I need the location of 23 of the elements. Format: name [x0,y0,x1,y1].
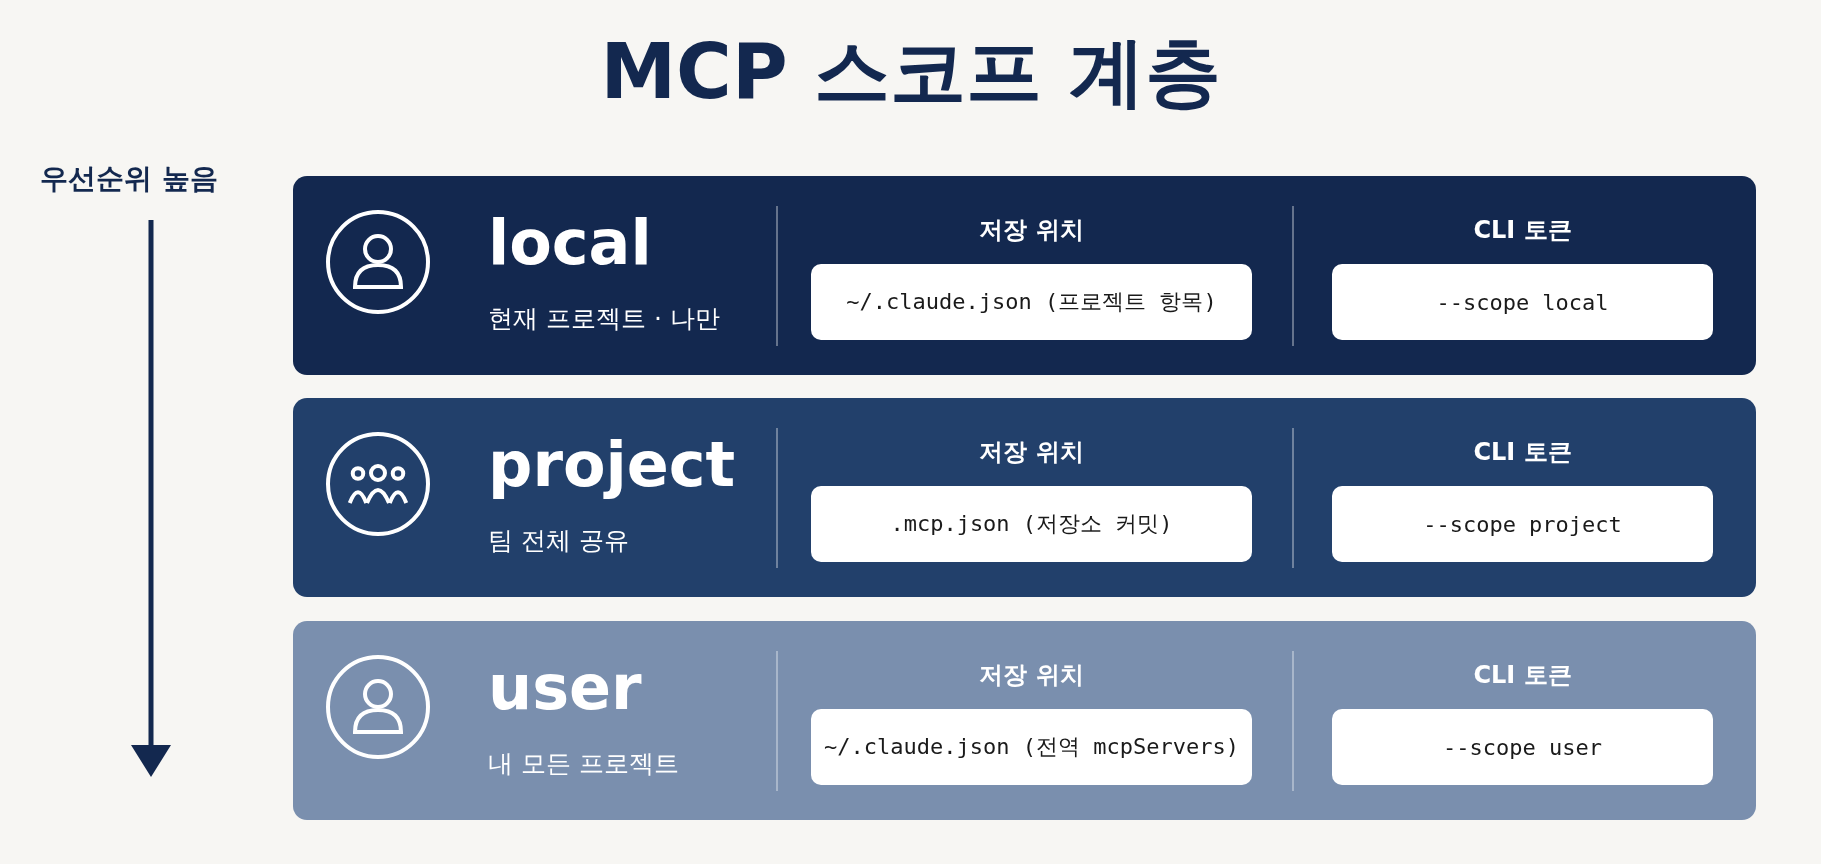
priority-label: 우선순위 높음 [40,161,218,197]
scope-name: local [488,206,652,279]
scope-name: project [488,428,736,501]
code-box: ~/.claude.json (프로젝트 항목) [811,264,1252,340]
column-header: CLI 토큰 [1473,437,1572,468]
code-box: --scope project [1332,486,1713,562]
scope-band [293,398,1756,597]
scope-name: user [488,651,642,724]
scope-description: 현재 프로젝트 · 나만 [488,303,720,335]
scope-description: 팀 전체 공유 [488,525,629,557]
code-box: --scope user [1332,709,1713,785]
scope-description: 내 모든 프로젝트 [488,748,679,780]
code-box: .mcp.json (저장소 커밋) [811,486,1252,562]
column-header: 저장 위치 [979,215,1084,246]
column-header: CLI 토큰 [1473,660,1572,691]
column-header: 저장 위치 [979,437,1084,468]
scope-band [293,621,1756,820]
code-box: --scope local [1332,264,1713,340]
diagram-title: MCP 스코프 계층 [600,26,1221,118]
column-header: CLI 토큰 [1473,215,1572,246]
code-box: ~/.claude.json (전역 mcpServers) [811,709,1252,785]
scope-band [293,176,1756,375]
column-header: 저장 위치 [979,660,1084,691]
